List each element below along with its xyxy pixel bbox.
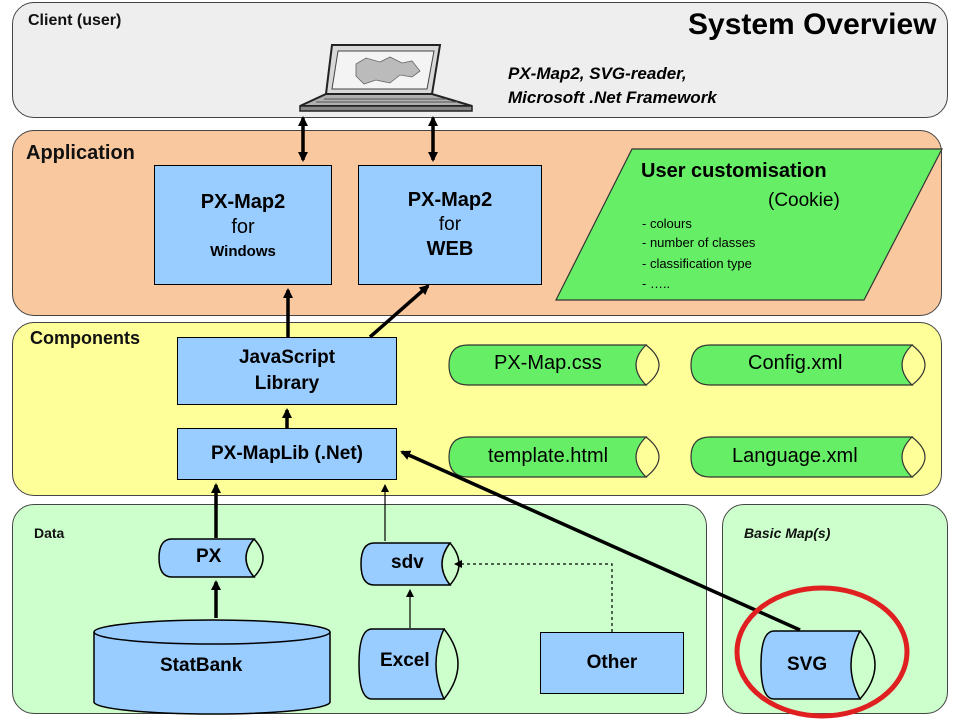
- other-label: Other: [586, 652, 638, 673]
- data-layer-label: Data: [34, 525, 65, 541]
- pxmap2-windows-line1: PX-Map2: [200, 190, 286, 213]
- components-layer-label: Components: [30, 328, 140, 348]
- basic-maps-layer-label: Basic Map(s): [744, 525, 831, 541]
- application-layer-label: Application: [26, 142, 135, 164]
- user-customisation-subtitle: (Cookie): [768, 190, 840, 211]
- customisation-item-classification-type: - classification type: [642, 256, 752, 271]
- px-file: [158, 538, 264, 578]
- other-box: Other: [540, 632, 684, 694]
- customisation-item-more: - …..: [642, 276, 671, 291]
- client-layer: [12, 2, 948, 118]
- excel-file: [358, 628, 459, 700]
- pxmap2-web-box: PX-Map2 for WEB: [358, 165, 542, 285]
- statbank-database: [93, 619, 331, 715]
- pxmap-css-label: PX-Map.css: [494, 352, 602, 374]
- user-customisation-title: User customisation: [641, 160, 827, 182]
- pxmap-css-file: [448, 344, 660, 386]
- config-xml-label: Config.xml: [748, 352, 843, 374]
- sdv-label: sdv: [391, 552, 424, 573]
- client-layer-label: Client (user): [28, 12, 122, 29]
- javascript-library-box: JavaScript Library: [177, 337, 397, 405]
- laptop-icon: [299, 44, 473, 112]
- config-xml-file: [690, 344, 926, 386]
- pxmaplib-box: PX-MapLib (.Net): [177, 428, 397, 480]
- javascript-library-line2: Library: [254, 373, 320, 394]
- customisation-item-colours: - colours: [642, 216, 692, 231]
- pxmaplib-label: PX-MapLib (.Net): [211, 443, 363, 464]
- svg-file: [760, 630, 876, 700]
- client-software-line2: Microsoft .Net Framework: [508, 88, 717, 107]
- px-label: PX: [196, 546, 222, 567]
- language-xml-label: Language.xml: [732, 445, 858, 467]
- page-title: System Overview: [688, 8, 937, 41]
- javascript-library-line1: JavaScript: [238, 347, 336, 368]
- pxmap2-windows-line2: for: [231, 215, 255, 238]
- excel-label: Excel: [380, 650, 430, 671]
- statbank-label: StatBank: [160, 655, 243, 676]
- customisation-item-number-of-classes: - number of classes: [642, 235, 756, 250]
- pxmap2-windows-line3: Windows: [210, 242, 276, 260]
- template-html-label: template.html: [488, 445, 609, 467]
- user-customisation-shape: [555, 148, 943, 301]
- pxmap2-web-line1: PX-Map2: [407, 189, 493, 211]
- svg-label: SVG: [787, 654, 828, 675]
- client-software-line1: PX-Map2, SVG-reader,: [508, 64, 687, 83]
- pxmap2-web-line2: for: [438, 214, 462, 235]
- pxmap2-web-line3: WEB: [426, 238, 474, 260]
- pxmap2-windows-box: PX-Map2 for Windows: [154, 165, 332, 285]
